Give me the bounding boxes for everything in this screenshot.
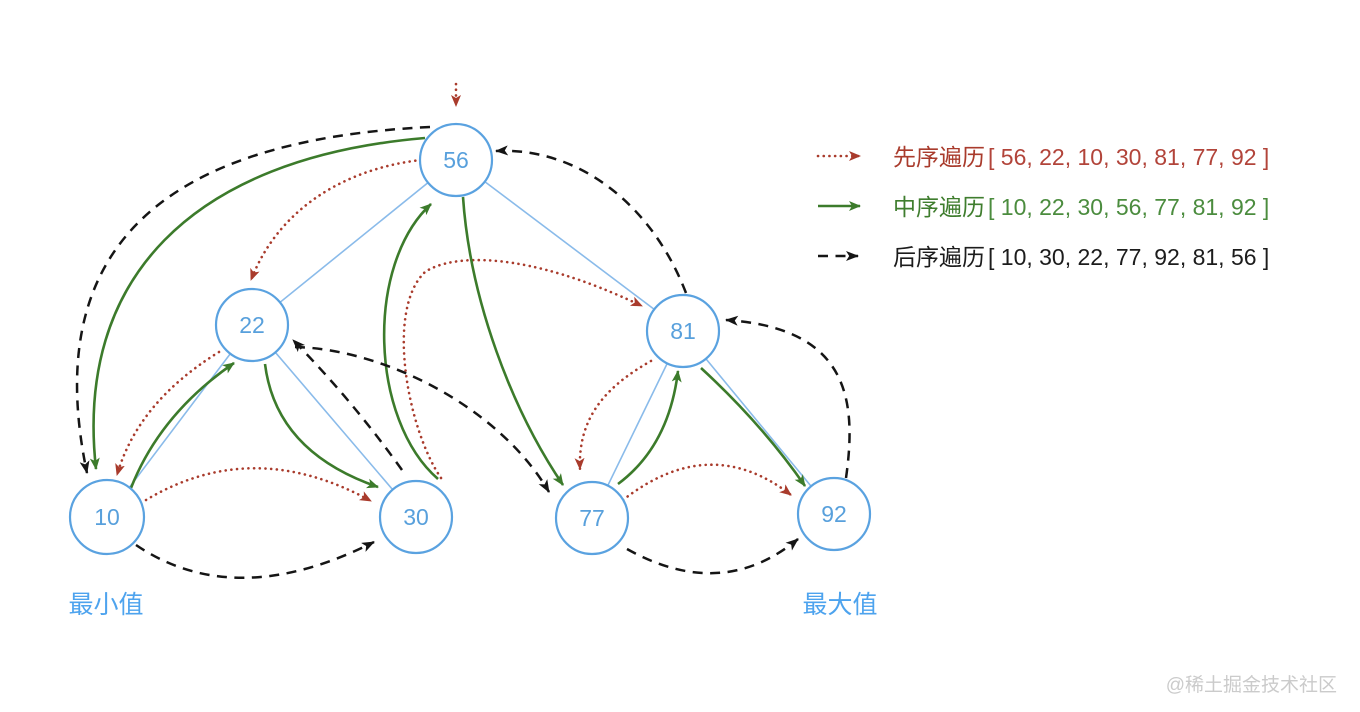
postorder-legend-values: [ 10, 30, 22, 77, 92, 81, 56 ] <box>988 244 1269 270</box>
node-56: 56 <box>418 122 494 198</box>
legend-row-preorder: 先序遍历 [ 56, 22, 10, 30, 81, 77, 92 ] <box>816 144 1269 170</box>
tree-edge-56-81 <box>455 159 684 332</box>
postorder-arrow-entry-10 <box>75 125 431 474</box>
preorder-arrow-81-77 <box>574 359 653 471</box>
preorder-legend-values: [ 56, 22, 10, 30, 81, 77, 92 ] <box>988 144 1269 170</box>
postorder-arrow-92-81 <box>725 315 851 479</box>
inorder-arrow-30-56 <box>382 203 439 480</box>
node-81: 81 <box>645 293 721 369</box>
node-30: 30 <box>378 479 454 555</box>
postorder-legend-label: 后序遍历 <box>893 244 985 270</box>
node-92-circle <box>796 476 872 552</box>
node-56-circle <box>418 122 494 198</box>
inorder-arrow-22-30 <box>263 363 379 489</box>
node-10-value: 10 <box>94 504 120 530</box>
inorder-arrow-10-22 <box>129 361 235 489</box>
tree-edge-56-22 <box>251 159 457 326</box>
inorder-arrow-77-81 <box>617 370 682 486</box>
preorder-legend-label: 先序遍历 <box>893 144 985 170</box>
preorder-arrow-77-92 <box>621 463 793 502</box>
inorder-legend-label: 中序遍历 <box>893 194 985 220</box>
node-30-value: 30 <box>403 504 429 530</box>
postorder-arrows <box>75 125 851 579</box>
tree-edge-22-30 <box>251 324 417 518</box>
inorder-arrow-entry-10 <box>89 136 426 470</box>
node-81-circle <box>645 293 721 369</box>
preorder-arrow-30-81 <box>402 258 644 480</box>
node-77: 77 <box>554 480 630 556</box>
postorder-arrow-22-77 <box>294 345 551 493</box>
node-56-value: 56 <box>443 147 469 173</box>
postorder-arrow-77-92 <box>626 538 799 575</box>
inorder-arrow-81-92 <box>700 367 807 487</box>
postorder-arrow-81-56 <box>495 145 688 294</box>
tree-edge-81-92 <box>682 330 835 515</box>
preorder-arrow-10-30 <box>144 466 373 503</box>
node-10-circle <box>68 478 146 556</box>
legend: 先序遍历 [ 56, 22, 10, 30, 81, 77, 92 ] 中序遍历… <box>816 144 1269 270</box>
node-92: 92 <box>796 476 872 552</box>
legend-row-postorder: 后序遍历 [ 10, 30, 22, 77, 92, 81, 56 ] <box>818 244 1269 270</box>
inorder-arrows <box>89 136 807 489</box>
node-10: 10 <box>68 478 146 556</box>
min-value-label: 最小值 <box>68 591 143 619</box>
node-22-value: 22 <box>239 312 265 338</box>
node-77-circle <box>554 480 630 556</box>
preorder-arrow-56-22 <box>249 158 423 282</box>
tree-edges <box>106 159 835 519</box>
node-77-value: 77 <box>579 505 605 531</box>
tree-nodes: 56 22 81 10 30 77 92 <box>68 122 872 556</box>
inorder-arrow-56-77 <box>461 196 565 486</box>
node-22: 22 <box>214 287 290 363</box>
node-22-circle <box>214 287 290 363</box>
node-30-circle <box>378 479 454 555</box>
legend-row-inorder: 中序遍历 [ 10, 22, 30, 56, 77, 81, 92 ] <box>818 194 1269 220</box>
node-92-value: 92 <box>821 501 847 527</box>
node-81-value: 81 <box>670 318 696 344</box>
inorder-legend-values: [ 10, 22, 30, 56, 77, 81, 92 ] <box>988 194 1269 220</box>
postorder-arrow-10-30 <box>135 540 375 579</box>
max-value-label: 最大值 <box>802 591 877 619</box>
preorder-arrow-22-10 <box>115 350 221 477</box>
preorder-arrows <box>115 82 793 503</box>
watermark: @稀土掘金技术社区 <box>1166 674 1337 696</box>
postorder-arrow-30-22 <box>292 339 404 471</box>
